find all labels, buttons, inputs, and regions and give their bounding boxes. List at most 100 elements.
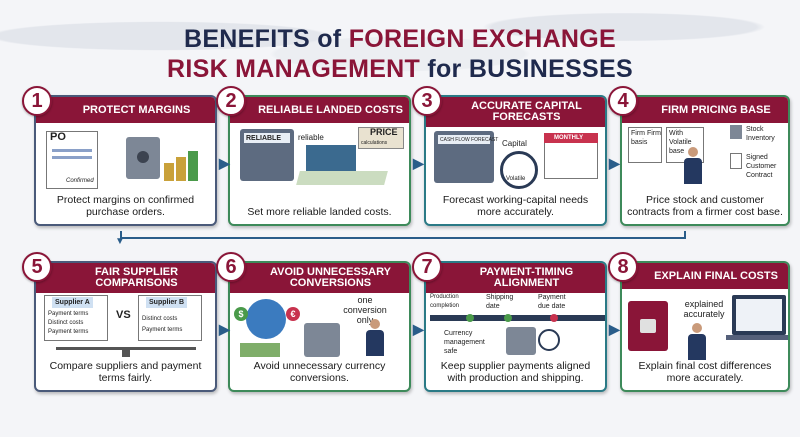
- panel-caption: Avoid unnecessary currency conversions.: [253, 360, 386, 384]
- panel-illustration: Production completion Shipping date Paym…: [426, 293, 605, 363]
- doc-line: [52, 149, 92, 152]
- gauge-icon: [500, 151, 538, 189]
- panel-illustration: PO Confirmed: [36, 123, 215, 193]
- title-part: for BUSINESSES: [420, 55, 633, 83]
- flow-arrow-icon: ▶: [609, 155, 620, 171]
- capital-label: Capital: [502, 139, 527, 148]
- firm-basis-document: [628, 127, 662, 163]
- supplier-a-payment-terms: Payment terms: [48, 311, 89, 317]
- calculations-label: calculations: [361, 140, 388, 146]
- page-title: BENEFITS of FOREIGN EXCHANGE RISK MANAGE…: [0, 24, 800, 84]
- connector-arrow-icon: ▼: [115, 236, 125, 247]
- globe-icon: [246, 299, 286, 339]
- panel-fair-supplier-comparisons: FAIR SUPPLIER COMPARISONS Supplier A Pay…: [34, 261, 217, 392]
- calculator-screen: [438, 135, 490, 144]
- one-conversion-label: one conversion only: [343, 295, 387, 325]
- panel-reliable-landed-costs: RELIABLE LANDED COSTS RELIABLE reliable …: [228, 95, 411, 226]
- volatile-base-label: With Volatile base: [669, 130, 692, 155]
- panel-illustration: Supplier A Payment terms Distinct costs …: [36, 293, 215, 363]
- timeline-marker: [550, 314, 558, 322]
- panel-illustration: explained accurately: [622, 289, 788, 360]
- volatile-base-document: [666, 127, 704, 163]
- step-number: 7: [412, 252, 442, 282]
- purchase-order-document: [46, 131, 98, 189]
- step-number: 1: [22, 86, 52, 116]
- versus-label: VS: [116, 309, 131, 321]
- reliable-display: RELIABLE: [246, 135, 281, 142]
- flow-arrow-icon: ▶: [219, 321, 230, 337]
- panel-caption: Price stock and customer contracts from …: [627, 194, 783, 218]
- map-icon: [296, 171, 388, 185]
- panel-accurate-capital-forecasts: ACCURATE CAPITAL FORECASTS CASH FLOW FOR…: [424, 95, 607, 226]
- panel-payment-timing-alignment: PAYMENT-TIMING ALIGNMENT Production comp…: [424, 261, 607, 392]
- panel-explain-final-costs: EXPLAIN FINAL COSTS explained accurately…: [620, 261, 790, 392]
- euro-icon: €: [286, 307, 300, 321]
- panel-caption: Protect margins on confirmed purchase or…: [56, 194, 195, 218]
- cash-flow-label: CASH FLOW FORECAST: [440, 137, 499, 143]
- monthly-label: MONTHLY: [554, 135, 584, 141]
- coin-stack-icon: [176, 157, 186, 181]
- panel-heading: RELIABLE LANDED COSTS: [230, 97, 409, 123]
- lock-icon: [640, 319, 656, 333]
- flow-arrow-icon: ▶: [413, 155, 424, 171]
- supplier-a-payment-terms-2: Payment terms: [48, 329, 89, 335]
- reliable-note: reliable: [298, 133, 324, 142]
- production-completion-label: Production completion: [430, 294, 460, 309]
- supplier-b-payment-terms: Payment terms: [142, 327, 183, 333]
- cash-stack-icon: [240, 343, 280, 357]
- title-part: FOREIGN EXCHANGE: [348, 25, 617, 53]
- timeline-bar: [430, 315, 605, 321]
- supplier-a-label: Supplier A: [52, 297, 93, 308]
- doc-line: [52, 156, 92, 159]
- panel-illustration: CASH FLOW FORECAST Capital Volatile MONT…: [426, 127, 605, 197]
- shipping-date-label: Shipping date: [486, 294, 514, 310]
- price-label: PRICE: [370, 127, 398, 137]
- calculator-screen: [244, 133, 290, 143]
- scale-stand: [122, 347, 130, 357]
- panel-heading: FAIR SUPPLIER COMPARISONS: [36, 263, 215, 293]
- person-icon: [366, 319, 384, 356]
- step-number: 5: [22, 252, 52, 282]
- step-number: 2: [216, 86, 246, 116]
- panel-heading: ACCURATE CAPITAL FORECASTS: [426, 97, 605, 127]
- step-number: 6: [216, 252, 246, 282]
- step-number: 3: [412, 86, 442, 116]
- panel-caption: Forecast working-capital needs more accu…: [442, 194, 589, 218]
- step-number: 4: [608, 86, 638, 116]
- panel-caption: Keep supplier payments aligned with prod…: [440, 360, 591, 384]
- stock-inventory-label: Stock Inventory: [746, 126, 775, 142]
- panel-heading: FIRM PRICING BASE: [622, 97, 788, 123]
- flow-arrow-icon: ▶: [609, 321, 620, 337]
- panel-firm-pricing-base: FIRM PRICING BASE Firm Firm basis With V…: [620, 95, 790, 226]
- panel-illustration: RELIABLE reliable PRICE calculations: [230, 123, 409, 193]
- volatile-label: Volatile: [506, 176, 526, 182]
- laptop-screen: [736, 299, 782, 331]
- panel-avoid-unnecessary-conversions: AVOID UNNECESSARY CONVERSIONS $ € one co…: [228, 261, 411, 392]
- panel-caption: Set more reliable landed costs.: [247, 206, 392, 218]
- panel-illustration: Firm Firm basis With Volatile base Stock…: [622, 123, 788, 193]
- person-icon: [684, 147, 702, 184]
- row-connector-line: [120, 231, 686, 239]
- confirmed-stamp: Confirmed: [66, 178, 94, 184]
- calendar-header: [544, 133, 598, 143]
- payment-due-date-label: Payment due date: [538, 294, 566, 310]
- panel-heading: PAYMENT-TIMING ALIGNMENT: [426, 263, 605, 293]
- panel-caption: Compare suppliers and payment terms fair…: [49, 360, 202, 384]
- currency-safe-label: Currency management safe: [444, 330, 485, 355]
- laptop-base: [726, 335, 788, 340]
- step-number: 8: [608, 252, 638, 282]
- title-part: RISK MANAGEMENT: [167, 55, 421, 83]
- supplier-a-distinct-costs: Distinct costs: [48, 320, 84, 326]
- timeline-marker: [504, 314, 512, 322]
- world-map-background: [0, 0, 800, 90]
- panel-heading: EXPLAIN FINAL COSTS: [622, 263, 788, 289]
- panel-heading: AVOID UNNECESSARY CONVERSIONS: [230, 263, 409, 293]
- safe-dial-icon: [137, 151, 149, 163]
- title-part: BENEFITS of: [183, 25, 349, 53]
- timeline-marker: [466, 314, 474, 322]
- safe-icon: [506, 327, 536, 355]
- shipping-container-icon: [306, 145, 356, 175]
- clock-icon: [538, 329, 560, 351]
- price-tag-icon: [358, 127, 404, 149]
- person-icon: [688, 323, 706, 360]
